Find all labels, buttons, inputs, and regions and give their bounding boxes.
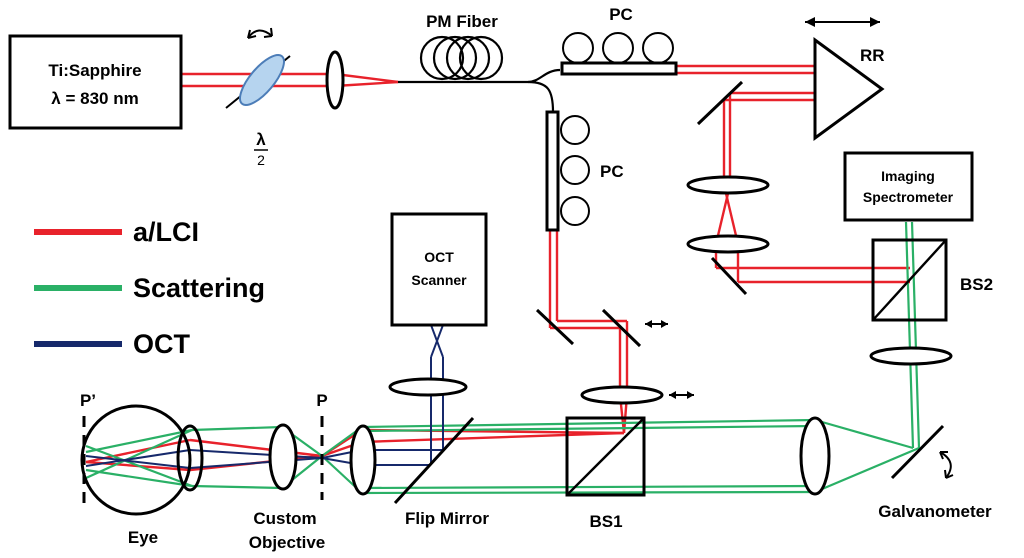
pm-fiber-label: PM Fiber [426, 12, 498, 31]
pc-side-label: PC [600, 162, 624, 181]
pc-top-label: PC [609, 5, 633, 24]
alci-beam-source [181, 72, 399, 88]
galvo-rotation-icon [939, 451, 952, 479]
legend-label-oct: OCT [133, 329, 191, 359]
galvanometer-label: Galvanometer [878, 502, 992, 521]
scattering-beam [85, 221, 921, 495]
reference-lens-1 [686, 175, 770, 195]
polarization-controller-top [560, 32, 678, 76]
half-wave-plate: λ 2 [225, 27, 291, 168]
p-label: P [316, 391, 327, 410]
bs2-label: BS2 [960, 275, 993, 294]
imaging-spectrometer-label-1: Imaging [881, 168, 935, 184]
plane-p: P [316, 391, 328, 500]
rotation-arrow-icon [247, 29, 273, 39]
sample-mirror-left [535, 308, 575, 346]
source-line2: λ = 830 nm [51, 89, 138, 108]
plane-p-prime: P’ [80, 391, 96, 510]
waveplate-numerator: λ [256, 130, 266, 149]
legend-label-scattering: Scattering [133, 273, 265, 303]
p-prime-label: P’ [80, 391, 96, 410]
sample-lens-translation-arrow [669, 391, 694, 399]
eye: Eye [80, 404, 204, 547]
legend-label-alci: a/LCI [133, 217, 199, 247]
sample-arm-lens [580, 385, 664, 405]
custom-objective-label-1: Custom [253, 509, 316, 528]
beam-splitter-2: BS2 [871, 238, 993, 322]
oct-lens [388, 377, 468, 397]
flip-mirror: Flip Mirror [393, 416, 489, 528]
flip-mirror-label: Flip Mirror [405, 509, 489, 528]
polarization-controller-side [545, 110, 590, 232]
reference-lens-2 [686, 234, 770, 254]
sample-mirror-right-translation-arrow [645, 320, 668, 328]
retroreflector: RR [805, 17, 885, 141]
galvanometer: Galvanometer [878, 424, 992, 521]
relay-lens-left [349, 424, 377, 496]
reference-mirror-top [696, 80, 744, 126]
ti-sapphire-laser: Ti:Sapphire λ = 830 nm [8, 34, 183, 130]
legend: a/LCI Scattering OCT [34, 217, 265, 359]
sample-mirror-right [601, 308, 642, 348]
oct-beam [85, 324, 444, 469]
reference-mirror-bottom [710, 256, 748, 296]
pm-fiber [398, 35, 561, 113]
custom-objective-label-2: Objective [249, 533, 326, 552]
imaging-spectrometer-label-2: Spectrometer [863, 189, 954, 205]
bs1-label: BS1 [589, 512, 622, 531]
waveplate-denominator: 2 [257, 152, 265, 168]
beam-splitter-1: BS1 [565, 416, 646, 531]
rr-label: RR [860, 46, 885, 65]
eye-label: Eye [128, 528, 158, 547]
oct-scanner-label-2: Scanner [411, 272, 467, 288]
custom-objective: Custom Objective [249, 423, 326, 552]
source-line1: Ti:Sapphire [48, 61, 141, 80]
relay-lens-right [799, 416, 831, 496]
oct-scanner: OCT Scanner [390, 212, 488, 327]
alci-beam-reference-arm [676, 64, 910, 284]
spectrometer-lens [869, 346, 953, 366]
imaging-spectrometer: Imaging Spectrometer [843, 151, 974, 222]
oct-scanner-label-1: OCT [424, 249, 454, 265]
coupling-lens [325, 50, 345, 110]
